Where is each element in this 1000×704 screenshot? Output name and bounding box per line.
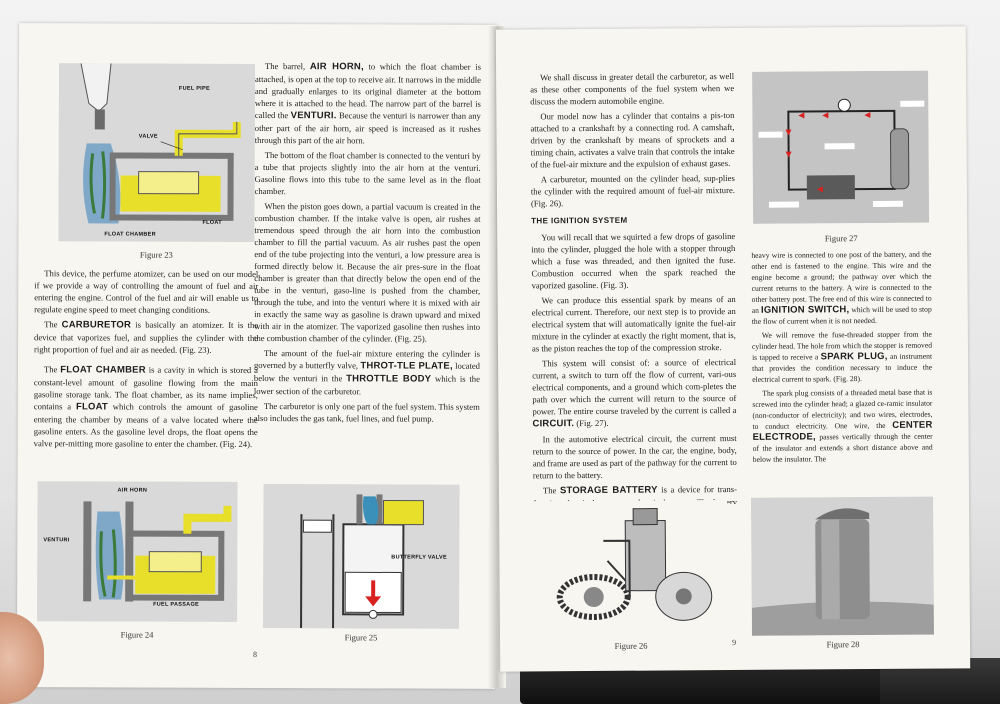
paragraph: We will remove the fuse-threaded stopper… bbox=[751, 329, 933, 384]
label-butterfly-valve: BUTTERFLY VALVE bbox=[391, 554, 447, 561]
left-col-1-text: This device, the perfume atomizer, can b… bbox=[34, 267, 259, 468]
right-col-1-text: We shall discuss in greater detail the c… bbox=[530, 70, 737, 505]
figure-28-caption: Figure 28 bbox=[826, 639, 860, 650]
term-ignition-switch: IGNITION SWITCH, bbox=[760, 304, 850, 316]
right-col-2-text: heavy wire is connected to one post of t… bbox=[751, 249, 933, 502]
paragraph: The CARBURETOR is basically an atomizer.… bbox=[34, 319, 259, 355]
page-number-left: 8 bbox=[252, 649, 257, 660]
term-throttle-plate: THROT-TLE PLATE, bbox=[360, 360, 453, 372]
paragraph: This device, the perfume atomizer, can b… bbox=[34, 268, 259, 315]
section-heading: THE IGNITION SYSTEM bbox=[531, 215, 628, 226]
paragraph: You will recall that we squirted a few d… bbox=[531, 230, 736, 291]
term-carburetor: CARBURETOR bbox=[61, 319, 132, 331]
paragraph: The amount of the fuel-air mixture enter… bbox=[253, 348, 481, 397]
term-float: FLOAT bbox=[75, 401, 108, 413]
page-number-right: 9 bbox=[732, 637, 737, 648]
label-float-chamber: FLOAT CHAMBER bbox=[104, 231, 156, 238]
ignition-circuit-diagram bbox=[752, 70, 930, 224]
label-fuel-pipe: FUEL PIPE bbox=[178, 85, 210, 92]
figure-26-caption: Figure 26 bbox=[614, 640, 648, 651]
engine-carburetor-diagram bbox=[263, 484, 460, 629]
label-fuel-passage: FUEL PASSAGE bbox=[153, 601, 200, 608]
figure-27-caption: Figure 27 bbox=[824, 233, 858, 244]
figure-23-caption: Figure 23 bbox=[139, 249, 173, 260]
label-valve: VALVE bbox=[138, 133, 158, 140]
right-page: We shall discuss in greater detail the c… bbox=[495, 26, 971, 672]
carburetor-cross-section bbox=[37, 481, 238, 622]
term-storage-battery: STORAGE BATTERY bbox=[559, 484, 658, 497]
term-circuit: CIRCUIT. bbox=[532, 418, 575, 430]
figure-24: AIR HORN VENTURI FUEL PASSAGE bbox=[37, 481, 238, 622]
figure-25: BUTTERFLY VALVE bbox=[263, 484, 460, 629]
term-venturi: VENTURI. bbox=[290, 110, 337, 122]
paragraph: When the piston goes down, a partial vac… bbox=[254, 201, 481, 344]
paragraph: The barrel, AIR HORN, to which the float… bbox=[254, 61, 481, 146]
paragraph: The bottom of the float chamber is conne… bbox=[254, 150, 481, 197]
paragraph: We can produce this essential spark by m… bbox=[531, 293, 736, 354]
paragraph: Our model now has a cylinder that contai… bbox=[530, 109, 735, 170]
figure-27 bbox=[752, 70, 930, 224]
paragraph: This system will consist of: a source of… bbox=[532, 356, 737, 430]
paragraph: The carburetor is only one part of the f… bbox=[253, 401, 480, 424]
term-float-chamber: FLOAT CHAMBER bbox=[60, 364, 146, 376]
figure-25-caption: Figure 25 bbox=[344, 632, 378, 643]
spark-plug-drawing bbox=[751, 496, 934, 636]
left-page: FUEL PIPE VALVE FLOAT CHAMBER FLOAT Figu… bbox=[16, 23, 498, 689]
paragraph: The spark plug consists of a threaded me… bbox=[752, 387, 933, 464]
left-col-2-text: The barrel, AIR HORN, to which the float… bbox=[254, 60, 482, 493]
engine-model-drawing bbox=[533, 500, 729, 640]
paragraph: A carburetor, mounted on the cylinder he… bbox=[530, 172, 735, 209]
label-venturi: VENTURI bbox=[43, 537, 70, 544]
paragraph: heavy wire is connected to one post of t… bbox=[751, 249, 932, 326]
label-air-horn: AIR HORN bbox=[117, 487, 148, 494]
atomizer-float-diagram bbox=[58, 63, 256, 242]
term-spark-plug: SPARK PLUG, bbox=[820, 350, 888, 363]
paragraph: In the automotive electrical circuit, th… bbox=[532, 432, 737, 481]
figure-28 bbox=[751, 496, 934, 636]
figure-24-caption: Figure 24 bbox=[120, 629, 154, 640]
term-throttle-body: THROTTLE BODY bbox=[346, 373, 432, 385]
figure-26 bbox=[533, 500, 729, 640]
term-air-horn: AIR HORN, bbox=[309, 61, 364, 73]
label-float: FLOAT bbox=[202, 219, 222, 226]
paragraph: We shall discuss in greater detail the c… bbox=[530, 70, 735, 107]
paragraph: The FLOAT CHAMBER is a cavity in which i… bbox=[33, 364, 258, 449]
figure-23: FUEL PIPE VALVE FLOAT CHAMBER FLOAT bbox=[58, 63, 256, 242]
